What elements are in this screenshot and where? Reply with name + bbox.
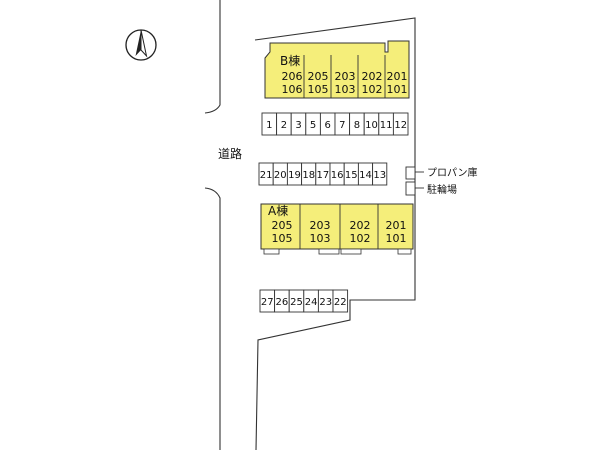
building-b-unit-upper: 201 bbox=[387, 70, 408, 83]
parking-row-2-stall-number: 18 bbox=[302, 170, 315, 181]
parking-row-2-stall-number: 15 bbox=[345, 170, 358, 181]
building-b-unit-lower: 102 bbox=[362, 83, 383, 96]
parking-row-2-stall-number: 13 bbox=[373, 170, 386, 181]
bicycle-parking-label: 駐輪場 bbox=[427, 183, 457, 196]
building-b-unit-upper: 205 bbox=[308, 70, 329, 83]
building-a-unit-lower: 105 bbox=[272, 232, 293, 245]
road-label: 道路 bbox=[218, 146, 242, 161]
propane-shed-label: プロパン庫 bbox=[427, 166, 478, 179]
parking-row-1-stall-number: 11 bbox=[380, 120, 393, 131]
parking-row-1-stall-number: 5 bbox=[310, 120, 316, 131]
building-b-unit-upper: 202 bbox=[362, 70, 383, 83]
road bbox=[204, 0, 221, 450]
parking-row-1-stall-number: 2 bbox=[281, 120, 287, 131]
building-b-unit-lower: 105 bbox=[308, 83, 329, 96]
parking-row-1-stall-number: 7 bbox=[339, 120, 345, 131]
building-a-unit-lower: 102 bbox=[350, 232, 371, 245]
propane-shed: プロパン庫 bbox=[405, 166, 478, 180]
parking-row-1-stall bbox=[392, 112, 409, 136]
parking-row-1-stall-number: 1 bbox=[266, 120, 272, 131]
building-b-unit-upper: 203 bbox=[335, 70, 356, 83]
building-a-unit-upper: 203 bbox=[310, 219, 331, 232]
building-b-unit-lower: 101 bbox=[387, 83, 408, 96]
parking-row-1-stall-number: 12 bbox=[394, 120, 407, 131]
parking-row-2-stall-number: 20 bbox=[274, 170, 287, 181]
parking-row-2-stall-number: 21 bbox=[260, 170, 273, 181]
building-a-unit-upper: 205 bbox=[272, 219, 293, 232]
building-a-unit-lower: 103 bbox=[310, 232, 331, 245]
parking-row-1-stall-number: 6 bbox=[325, 120, 331, 131]
building-b-label: B棟 bbox=[280, 53, 300, 68]
building-b-unit-upper: 206 bbox=[282, 70, 303, 83]
building-a-unit-upper: 201 bbox=[386, 219, 407, 232]
parking-row-3-stall-number: 22 bbox=[334, 297, 347, 308]
building-a-label: A棟 bbox=[268, 203, 288, 218]
parking-row-2-stall-number: 16 bbox=[331, 170, 344, 181]
parking-row-2-stall-number: 17 bbox=[317, 170, 330, 181]
parking-row-2-stall bbox=[372, 162, 388, 186]
parking-row-3-stall-number: 27 bbox=[261, 297, 274, 308]
parking-row-3-stall-number: 23 bbox=[319, 297, 332, 308]
site-boundary bbox=[254, 17, 416, 450]
parking-row-2-stall-number: 19 bbox=[288, 170, 301, 181]
building-a-unit-upper: 202 bbox=[350, 219, 371, 232]
parking-row-1-stall-number: 8 bbox=[354, 120, 360, 131]
parking-row-3-stall-number: 26 bbox=[276, 297, 289, 308]
building-a-unit-lower: 101 bbox=[386, 232, 407, 245]
bicycle-parking: 駐輪場 bbox=[405, 181, 457, 196]
parking-row-2-stall-number: 14 bbox=[359, 170, 372, 181]
building-b-unit-lower: 106 bbox=[282, 83, 303, 96]
parking-row-3-stall-number: 24 bbox=[305, 297, 318, 308]
parking-row-3-stall-number: 25 bbox=[290, 297, 303, 308]
parking-row-3-stall bbox=[332, 289, 349, 313]
north-arrow-icon bbox=[125, 29, 157, 61]
building-b-unit-lower: 103 bbox=[335, 83, 356, 96]
parking-row-1-stall-number: 10 bbox=[365, 120, 378, 131]
parking-row-1-stall-number: 3 bbox=[295, 120, 301, 131]
